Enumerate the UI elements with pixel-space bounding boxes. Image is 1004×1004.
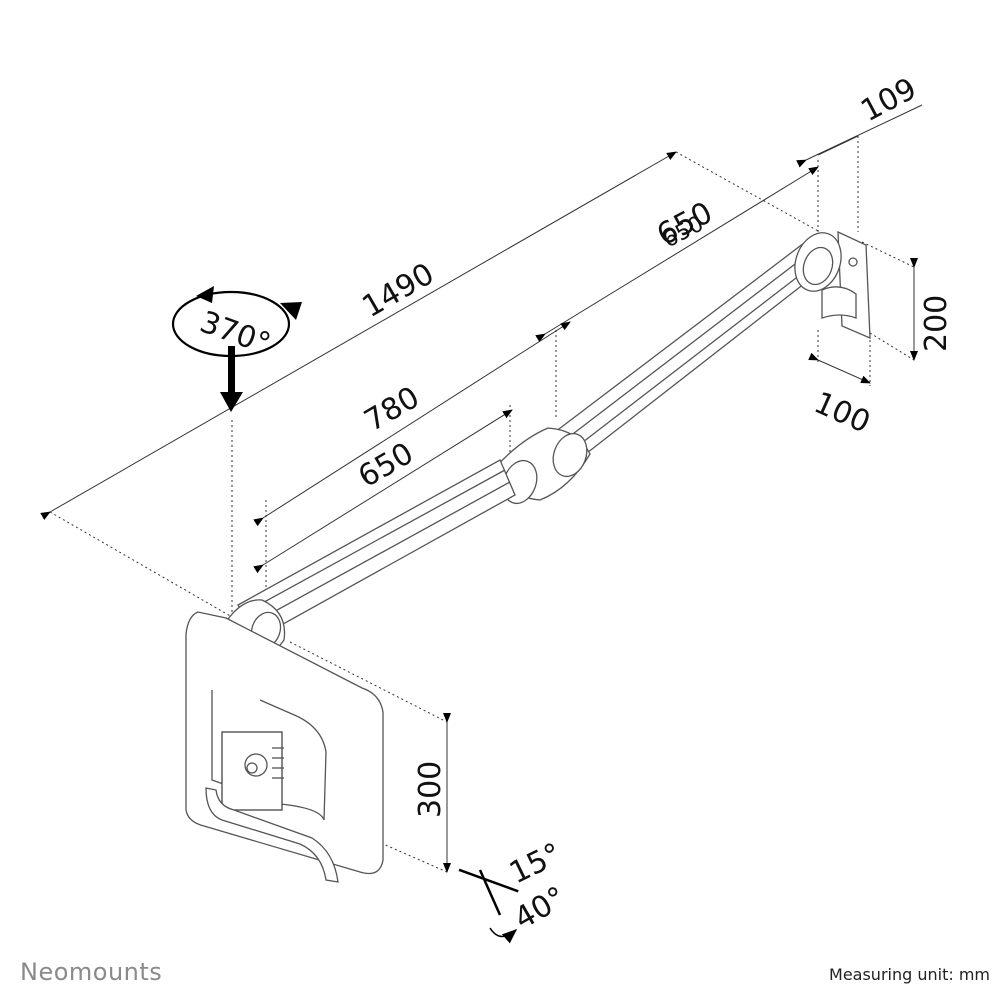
monitor-arm-drawing <box>185 230 871 883</box>
dim-mid-reach: 780 <box>359 380 426 439</box>
dim-wall-plate-depth: 100 <box>809 385 876 440</box>
measuring-unit-note: Measuring unit: mm <box>829 965 990 984</box>
dim-wall-plate-height: 200 <box>919 295 954 352</box>
dim-screen-height: 300 <box>413 761 448 818</box>
tilt-swivel-arrows-icon <box>458 868 519 944</box>
dim-last-arm: 650 <box>353 436 420 495</box>
dim-total-reach: 1490 <box>357 256 441 324</box>
dimension-lines <box>40 104 923 873</box>
down-arrow-icon <box>220 346 243 412</box>
angle-tilt: 15° <box>504 836 567 891</box>
brand-logo-text: Neomounts <box>20 958 163 986</box>
